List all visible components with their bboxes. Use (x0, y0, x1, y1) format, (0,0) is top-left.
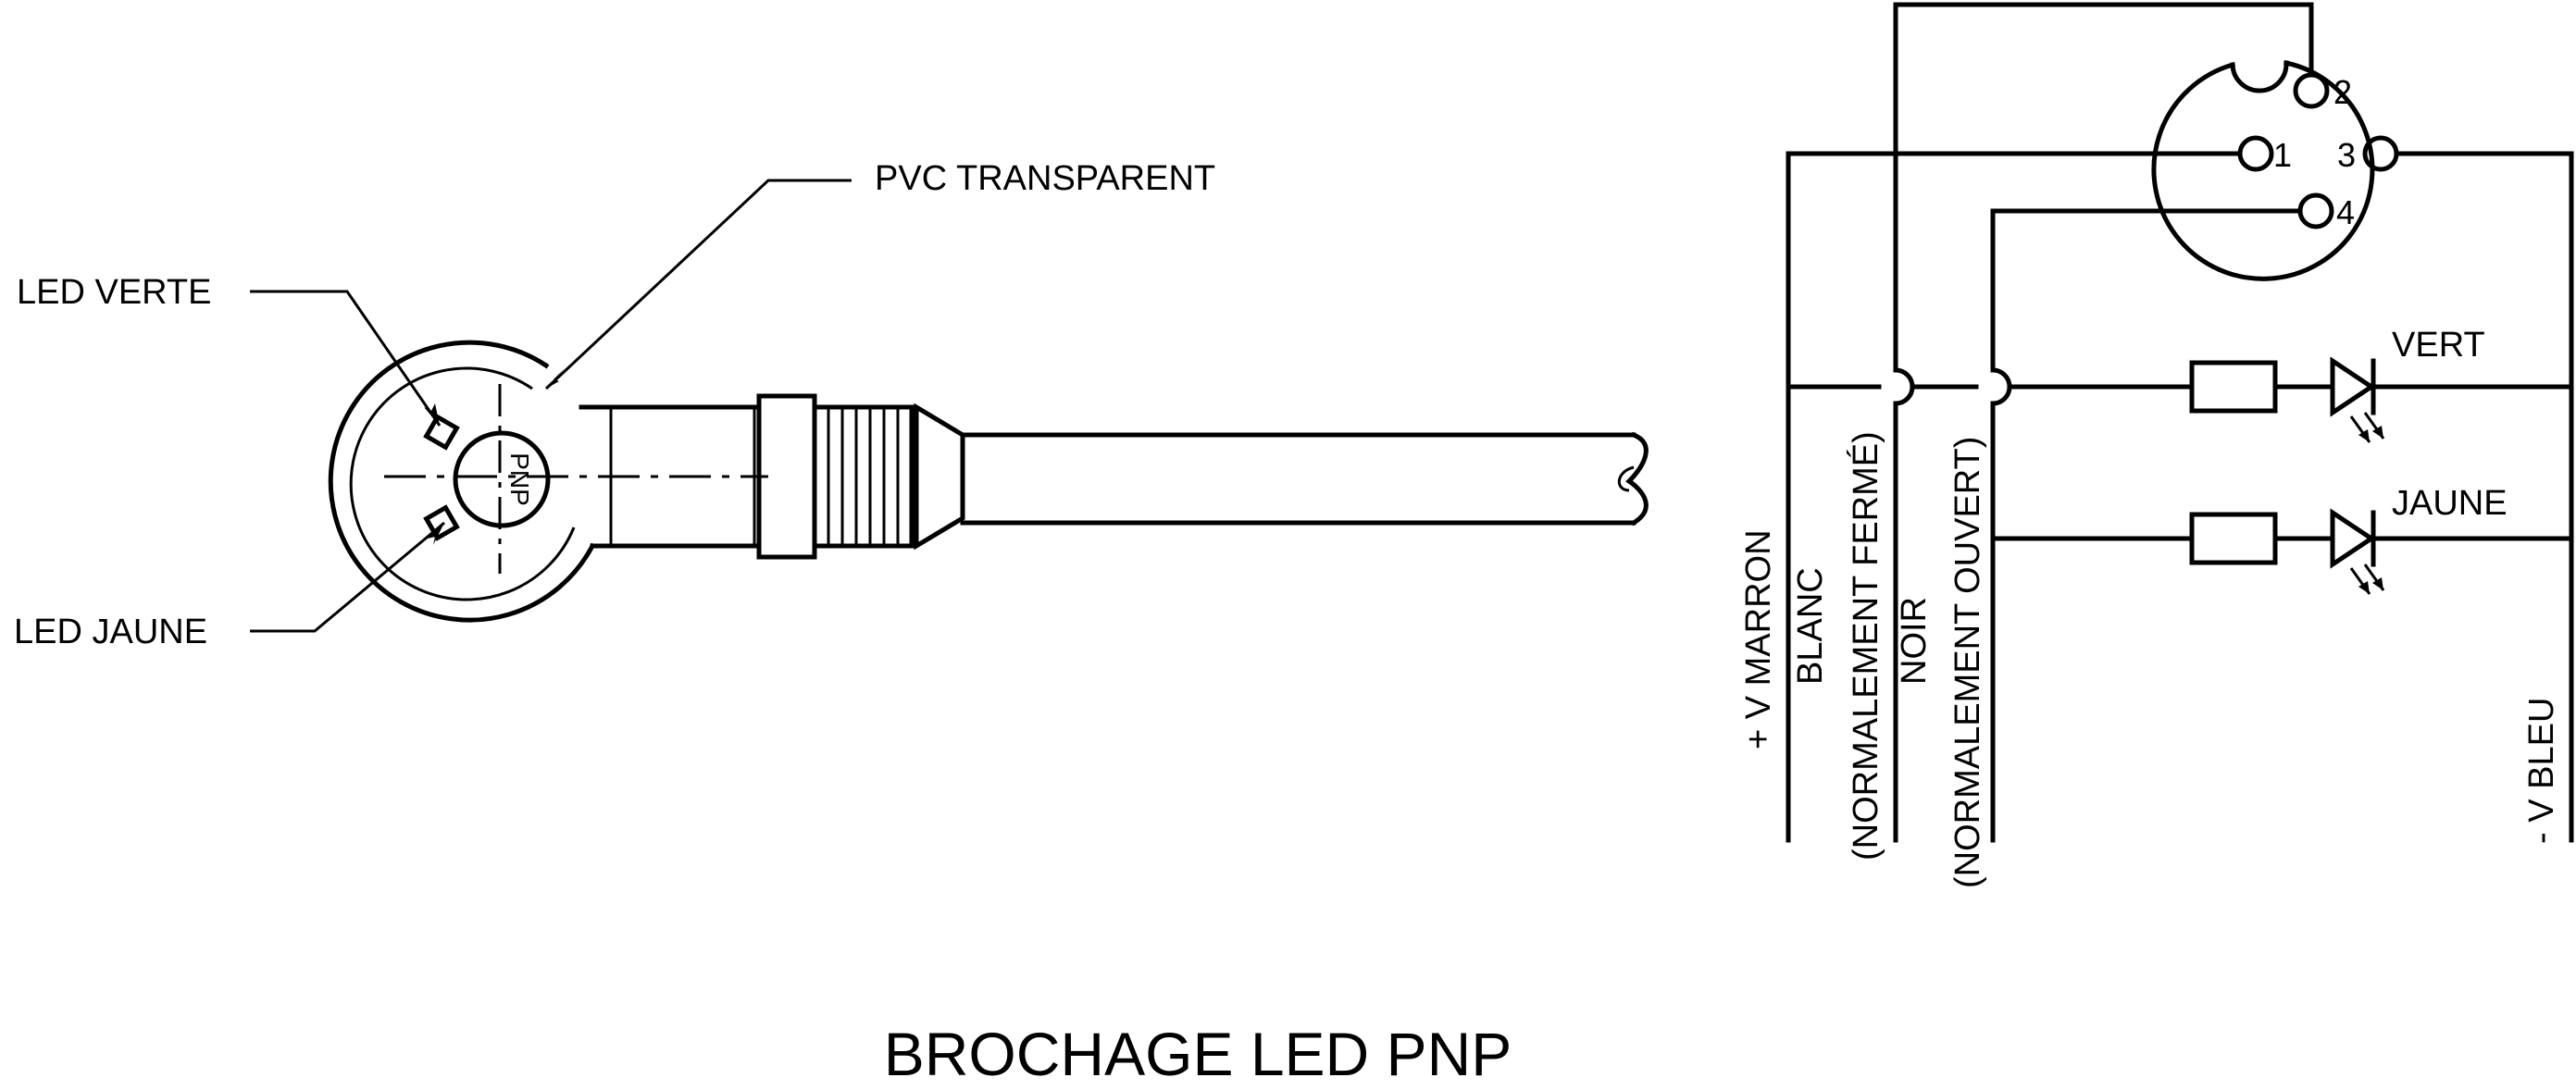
pin-label-4: 4 (2336, 193, 2355, 231)
pin-label-1: 1 (2273, 136, 2292, 174)
wire-label-white-note: (NORMALEMENT FERMÉ) (1846, 431, 1885, 861)
schematic: 2 1 3 4 VERT (1739, 2, 2574, 888)
pin-label-3: 3 (2337, 136, 2356, 174)
wire-label-minus-v: - V BLEU (2522, 698, 2561, 844)
housing-pnp-text: PNP (505, 452, 534, 506)
green-led-marker (423, 414, 460, 451)
wire-label-white: BLANC (1791, 567, 1830, 685)
wire-label-plus-v: + V MARRON (1739, 529, 1778, 749)
pin-4 (2297, 192, 2334, 229)
resistor-yellow (2189, 512, 2278, 565)
pin-2 (2293, 72, 2330, 109)
pin-label-2: 2 (2333, 73, 2352, 111)
pin-1 (2237, 135, 2274, 172)
led-label-green: VERT (2392, 326, 2485, 365)
led-yellow-symbol (2330, 508, 2385, 595)
yellow-led-marker (423, 504, 460, 541)
callout-pvc: PVC TRANSPARENT (875, 159, 1215, 198)
wire-label-black: NOIR (1895, 597, 1934, 685)
m12-connector-face: 2 1 3 4 (2151, 60, 2399, 281)
connector-drawing: PNP PVC TRANSPARENT (14, 159, 1649, 651)
wire-label-black-note: (NORMALEMENT OUVERT) (1948, 437, 1987, 888)
resistor-green (2189, 360, 2278, 414)
callout-led-yellow: LED JAUNE (14, 613, 207, 651)
led-green-symbol (2330, 356, 2385, 443)
led-label-yellow: JAUNE (2392, 484, 2508, 523)
diagram-title: BROCHAGE LED PNP (884, 1020, 1512, 1088)
callout-led-green: LED VERTE (17, 273, 211, 312)
